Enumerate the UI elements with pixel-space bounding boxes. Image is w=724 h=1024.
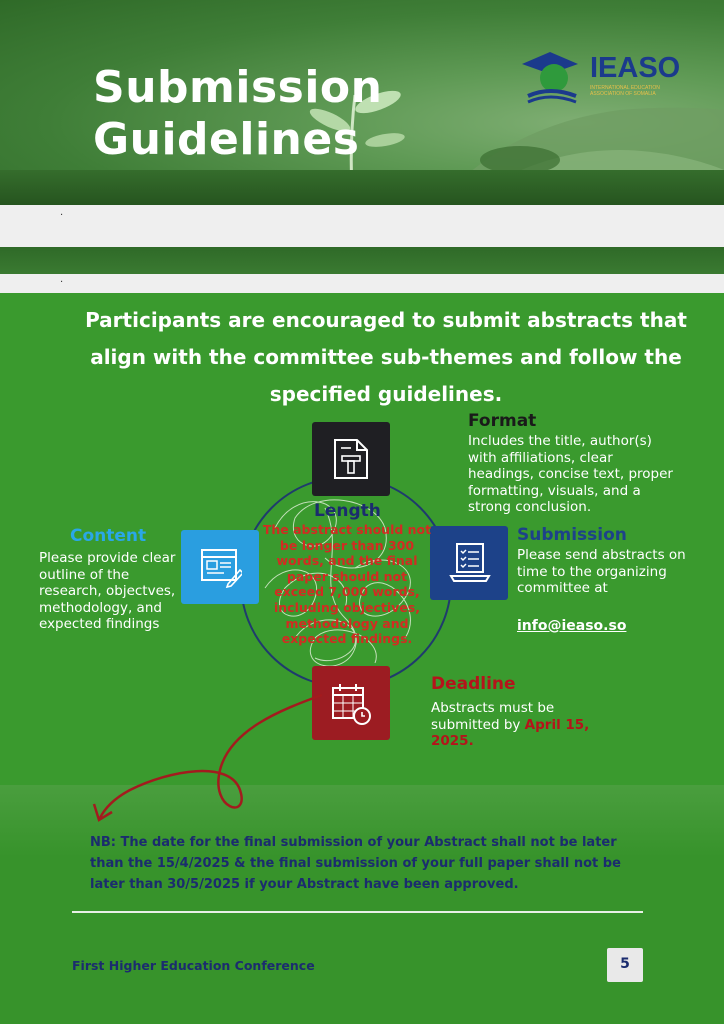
page-title: Submission Guidelines bbox=[93, 62, 382, 166]
nb-note: NB: The date for the final submission of… bbox=[90, 835, 621, 892]
format-heading: Format bbox=[468, 411, 537, 431]
submission-icon-box bbox=[430, 526, 508, 600]
intro-text: Participants are encouraged to submit ab… bbox=[85, 308, 687, 406]
deadline-body-prefix: Abstracts must be submitted by bbox=[431, 700, 555, 733]
band-dot-1: . bbox=[60, 207, 64, 218]
length-body: The abstract should not be longer than 3… bbox=[262, 522, 432, 647]
curved-arrow-icon bbox=[92, 693, 323, 822]
deadline-icon-box bbox=[312, 666, 390, 740]
deadline-date: April 15, 2025. bbox=[431, 716, 590, 750]
grey-band-bottom: . bbox=[0, 274, 724, 293]
length-heading: Length bbox=[314, 501, 381, 521]
page-number: 5 bbox=[620, 956, 630, 972]
deadline-heading: Deadline bbox=[431, 674, 516, 694]
format-body: Includes the title, author(s) with affil… bbox=[468, 433, 673, 515]
submission-body: Please send abstracts on time to the org… bbox=[517, 547, 686, 596]
hero-banner bbox=[0, 0, 724, 205]
lower-panel bbox=[0, 785, 724, 1024]
submission-heading: Submission bbox=[517, 525, 627, 545]
footer-divider bbox=[72, 911, 643, 913]
title-line-2: Guidelines bbox=[93, 114, 360, 165]
document-icon bbox=[334, 439, 368, 479]
logo-name: IEASO bbox=[590, 52, 681, 84]
deadline-body: Abstracts must be submitted by April 15,… bbox=[431, 700, 591, 750]
title-line-1: Submission bbox=[93, 62, 383, 113]
calendar-clock-icon bbox=[332, 684, 371, 725]
format-icon-box bbox=[312, 422, 390, 496]
ieaso-logo-icon bbox=[522, 52, 578, 104]
content-heading: Content bbox=[70, 526, 147, 546]
band-dot-2: . bbox=[60, 274, 64, 285]
content-icon-box bbox=[181, 530, 259, 604]
page-number-box: 5 bbox=[607, 948, 643, 982]
browser-edit-icon bbox=[201, 549, 242, 588]
content-body: Please provide clear outline of the rese… bbox=[39, 550, 176, 632]
soil-strip bbox=[0, 170, 724, 205]
scribble-decoration bbox=[264, 499, 411, 667]
footer-conference: First Higher Education Conference bbox=[72, 958, 315, 973]
logo-subtitle: INTERNATIONAL EDUCATION ASSOCIATION OF S… bbox=[590, 85, 660, 97]
grey-band-top: . bbox=[0, 205, 724, 247]
submission-email-link[interactable]: info@ieaso.so bbox=[517, 618, 627, 634]
checklist-laptop-icon bbox=[449, 543, 491, 582]
soil-divider bbox=[0, 247, 724, 274]
